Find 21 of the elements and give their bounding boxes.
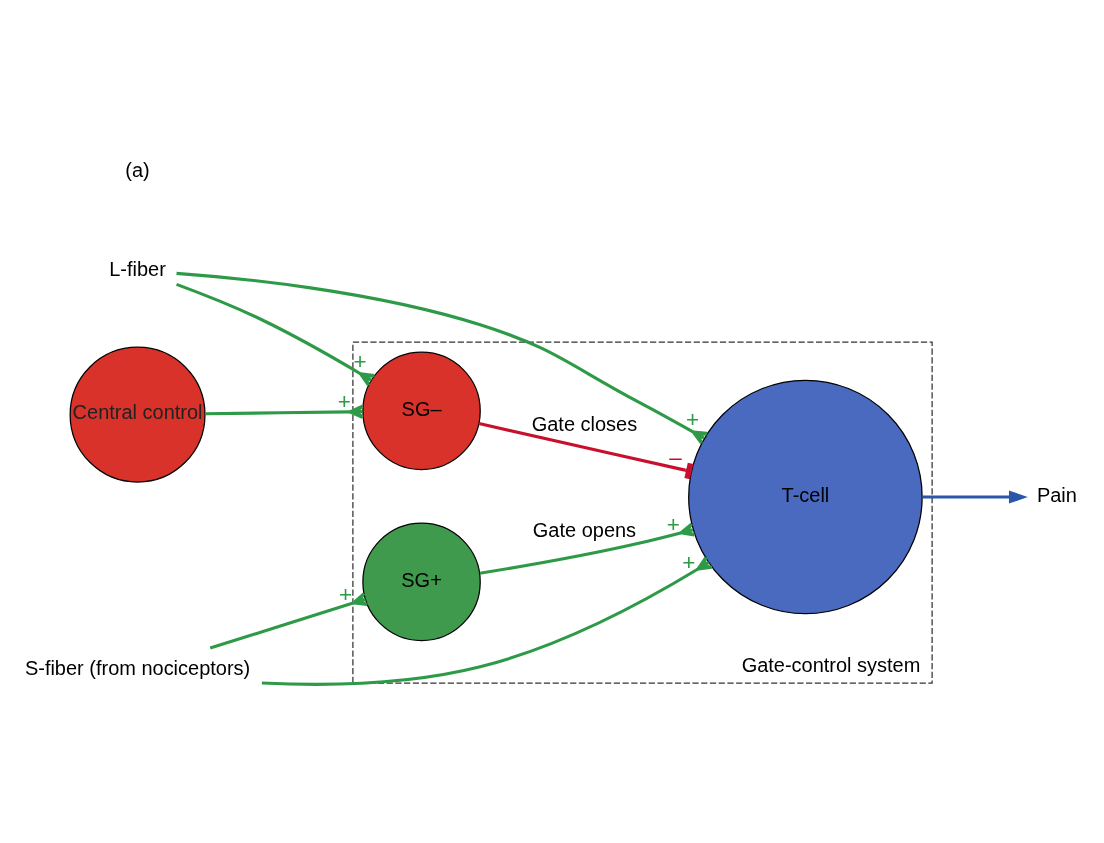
connector [261,556,714,686]
label: – [669,444,682,470]
connector [176,282,376,387]
connector [209,592,369,650]
label: + [337,388,351,414]
edge-label: Gate closes [531,412,638,435]
node-text: L-fiber [109,257,166,280]
label: (a) [125,159,150,182]
edge-label: Gate opens [532,518,637,541]
label: + [686,407,700,433]
connector [176,271,709,445]
connector [479,522,696,575]
node-circle: Central control [69,346,206,483]
node-text: Pain [1036,483,1077,506]
label: + [666,511,680,537]
label: + [339,582,353,608]
connector [478,422,694,480]
node-text: S-fiber (from nociceptors) [24,657,251,680]
connector [205,404,365,419]
arrow [922,490,1028,504]
node-circle: SG+ [362,522,481,642]
